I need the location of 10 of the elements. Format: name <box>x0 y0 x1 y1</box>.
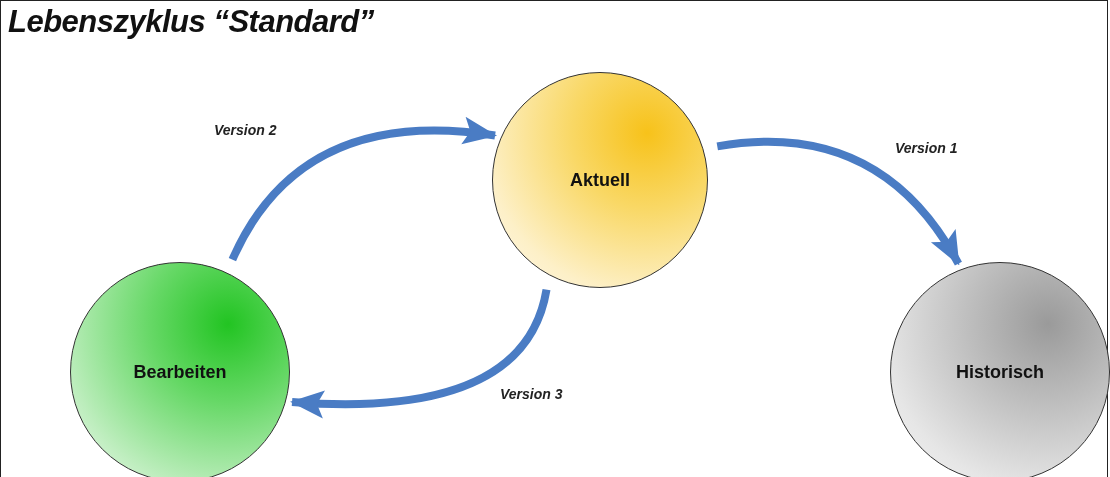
edge-label: Version 1 <box>893 140 960 156</box>
state-label: Aktuell <box>570 169 630 191</box>
curved-arrow <box>228 117 498 262</box>
diagram-title: Lebenszyklus “Standard” <box>8 4 374 40</box>
state-label: Bearbeiten <box>133 361 227 383</box>
curved-arrow <box>290 288 551 418</box>
edge-label: Version 3 <box>498 386 565 402</box>
edge-label: Version 2 <box>212 122 279 138</box>
state-label: Historisch <box>956 361 1044 383</box>
curved-arrow <box>716 137 962 266</box>
